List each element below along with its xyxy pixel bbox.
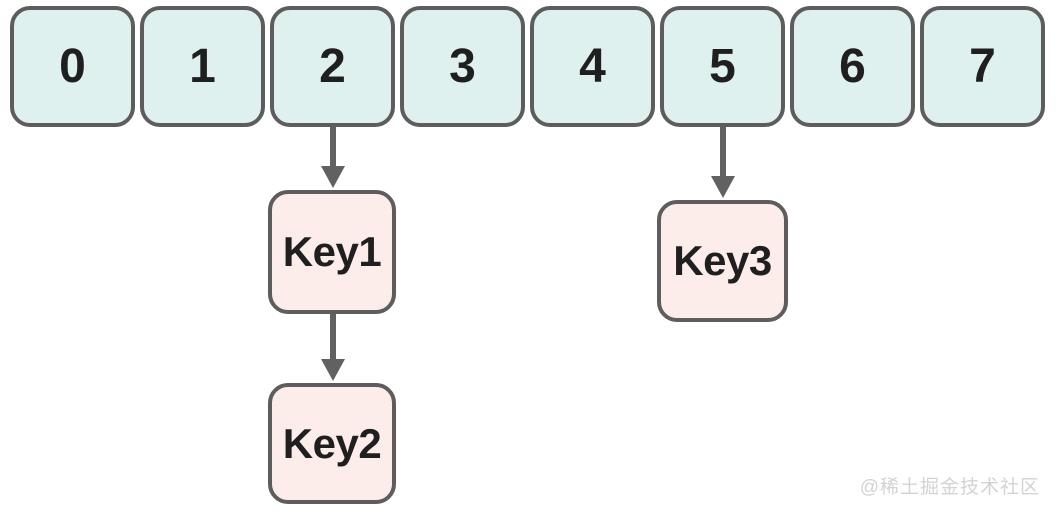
- bucket-6: 6: [790, 6, 915, 127]
- arrow-key1-to-key2-line: [330, 314, 336, 361]
- bucket-row: 0 1 2 3 4 5 6 7: [10, 6, 1045, 127]
- bucket-0: 0: [10, 6, 135, 127]
- bucket-1: 1: [140, 6, 265, 127]
- bucket-5: 5: [660, 6, 785, 127]
- watermark: @稀土掘金技术社区: [859, 477, 1040, 498]
- arrow-down-icon: [711, 176, 735, 198]
- key-node-key1: Key1: [268, 190, 396, 314]
- arrow-down-icon: [321, 166, 345, 188]
- bucket-7: 7: [920, 6, 1045, 127]
- bucket-2: 2: [270, 6, 395, 127]
- arrow-bucket5-to-key3-line: [720, 127, 726, 178]
- arrow-bucket2-to-key1-line: [330, 127, 336, 168]
- bucket-4: 4: [530, 6, 655, 127]
- arrow-down-icon: [321, 359, 345, 381]
- bucket-3: 3: [400, 6, 525, 127]
- key-node-key3: Key3: [657, 200, 788, 322]
- key-node-key2: Key2: [268, 383, 396, 504]
